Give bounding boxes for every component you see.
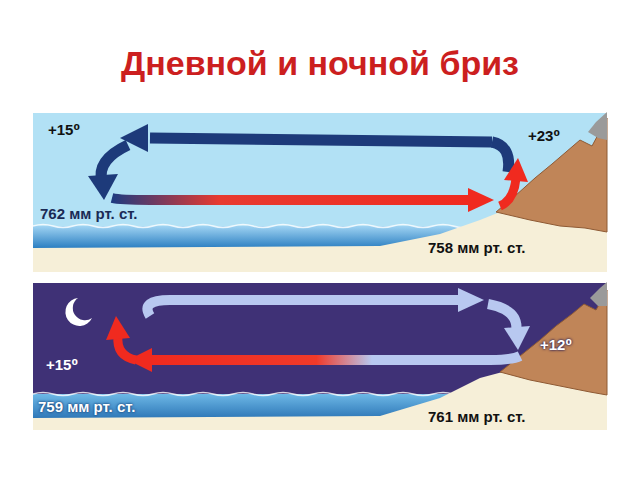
arrowhead <box>504 158 528 182</box>
pressure-label: 758 мм рт. ст. <box>428 239 525 256</box>
upper-airflow <box>150 138 492 142</box>
arrowhead <box>106 316 130 340</box>
arrowhead <box>458 288 484 312</box>
upper-airflow <box>148 300 461 316</box>
night-sky <box>33 283 607 430</box>
day-mountain <box>496 118 607 232</box>
diagram-title: Дневной и ночной бриз <box>0 44 640 83</box>
night-waves <box>33 393 473 396</box>
night-peak <box>590 282 607 306</box>
upper-airflow <box>492 142 509 172</box>
land-breeze <box>150 356 520 360</box>
pressure-label: 761 мм рт. ст. <box>428 408 525 425</box>
day-waves <box>33 225 473 228</box>
moon <box>65 298 92 326</box>
temperature-label: +15⁰ <box>46 356 78 374</box>
night-panel <box>33 282 607 430</box>
arrowhead <box>468 188 494 212</box>
temperature-label: +12⁰ <box>540 336 572 354</box>
day-sky <box>33 113 607 272</box>
day-panel <box>33 112 607 272</box>
temperature-label: +15⁰ <box>48 121 80 139</box>
arrowhead <box>504 326 530 350</box>
night-mountain <box>500 290 607 395</box>
temperature-label: +23⁰ <box>528 127 560 145</box>
day-peak <box>588 112 607 140</box>
rising-airflow <box>500 178 516 206</box>
pressure-label: 762 мм рт. ст. <box>40 205 137 222</box>
sea-breeze <box>112 198 470 200</box>
pressure-label: 759 мм рт. ст. <box>38 398 135 415</box>
rising-airflow <box>118 336 136 360</box>
